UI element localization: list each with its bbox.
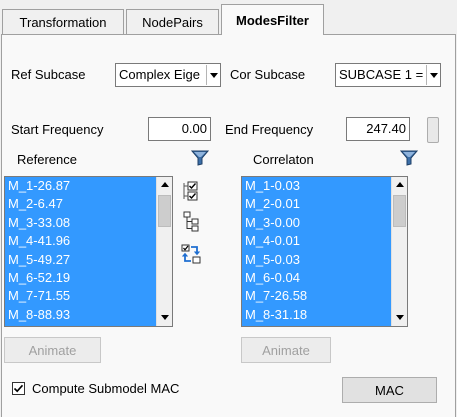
list-item[interactable]: M_7-26.58 — [242, 287, 391, 306]
list-item[interactable]: M_5-49.27 — [5, 250, 156, 269]
compute-submodel-mac-label: Compute Submodel MAC — [32, 381, 180, 396]
reference-animate-button[interactable]: Animate — [4, 337, 101, 363]
tab-label: NodePairs — [142, 14, 203, 30]
correlation-mode-list[interactable]: M_1-0.03 M_2-0.01 M_3-0.00 M_4-0.01 M_5-… — [241, 176, 408, 327]
list-item[interactable]: M_7-71.55 — [5, 287, 156, 306]
checkmark-icon — [13, 384, 24, 393]
list-item[interactable]: M_6-52.19 — [5, 268, 156, 288]
list-item[interactable]: M_8-88.93 — [5, 305, 156, 325]
list-item[interactable]: M_8-31.18 — [242, 305, 391, 325]
tab-transformation[interactable]: Transformation — [2, 9, 124, 34]
list-item[interactable]: M_4-0.01 — [242, 232, 391, 251]
cor-subcase-label: Cor Subcase — [230, 67, 306, 82]
scroll-up-icon[interactable] — [392, 177, 407, 193]
correlation-label: Correlaton — [253, 152, 314, 167]
cor-subcase-value: SUBCASE 1 = — [339, 67, 424, 82]
tab-label: ModesFilter — [236, 12, 309, 28]
end-frequency-label: End Frequency — [225, 122, 314, 137]
scroll-up-icon[interactable] — [157, 177, 172, 193]
correlation-scrollbar[interactable] — [391, 177, 407, 326]
scroll-down-icon[interactable] — [392, 310, 407, 326]
list-item[interactable]: M_2-6.47 — [5, 195, 156, 214]
list-item[interactable]: M_4-41.96 — [5, 232, 156, 251]
tab-label: Transformation — [19, 14, 107, 30]
frequency-range-button[interactable] — [427, 117, 439, 143]
chevron-down-icon — [426, 65, 439, 85]
scroll-thumb[interactable] — [393, 195, 406, 227]
list-item[interactable]: M_3-0.00 — [242, 213, 391, 233]
cor-subcase-dropdown[interactable]: SUBCASE 1 = — [335, 63, 441, 87]
swap-selection-icon[interactable] — [181, 243, 202, 265]
ref-subcase-value: Complex Eige — [119, 67, 200, 82]
filter-icon[interactable] — [400, 150, 418, 166]
scroll-thumb[interactable] — [158, 195, 171, 227]
list-item[interactable]: M_6-0.04 — [242, 268, 391, 288]
reference-scrollbar[interactable] — [156, 177, 172, 326]
end-frequency-input[interactable]: 247.40 — [346, 117, 410, 141]
select-all-icon[interactable] — [183, 181, 200, 201]
tree-hierarchy-icon[interactable] — [183, 211, 200, 232]
reference-mode-list[interactable]: M_1-26.87 M_2-6.47 M_3-33.08 M_4-41.96 M… — [4, 176, 173, 327]
correlation-animate-button[interactable]: Animate — [241, 337, 331, 363]
compute-submodel-mac-checkbox[interactable] — [12, 382, 25, 395]
tab-nodepairs[interactable]: NodePairs — [126, 9, 219, 34]
start-frequency-input[interactable]: 0.00 — [148, 117, 211, 141]
mac-button[interactable]: MAC — [342, 377, 437, 403]
filter-icon[interactable] — [191, 150, 209, 166]
scroll-down-icon[interactable] — [157, 310, 172, 326]
list-item[interactable]: M_2-0.01 — [242, 195, 391, 214]
ref-subcase-dropdown[interactable]: Complex Eige — [115, 63, 221, 87]
list-item[interactable]: M_5-0.03 — [242, 250, 391, 269]
ref-subcase-label: Ref Subcase — [11, 67, 86, 82]
list-item[interactable]: M_3-33.08 — [5, 213, 156, 233]
tab-bar: Transformation NodePairs ModesFilter — [0, 0, 457, 35]
list-item[interactable]: M_1-26.87 — [5, 177, 156, 196]
list-item[interactable]: M_1-0.03 — [242, 177, 391, 196]
tab-modesfilter[interactable]: ModesFilter — [221, 4, 324, 35]
chevron-down-icon — [206, 65, 219, 85]
start-frequency-label: Start Frequency — [11, 122, 104, 137]
reference-label: Reference — [17, 152, 77, 167]
